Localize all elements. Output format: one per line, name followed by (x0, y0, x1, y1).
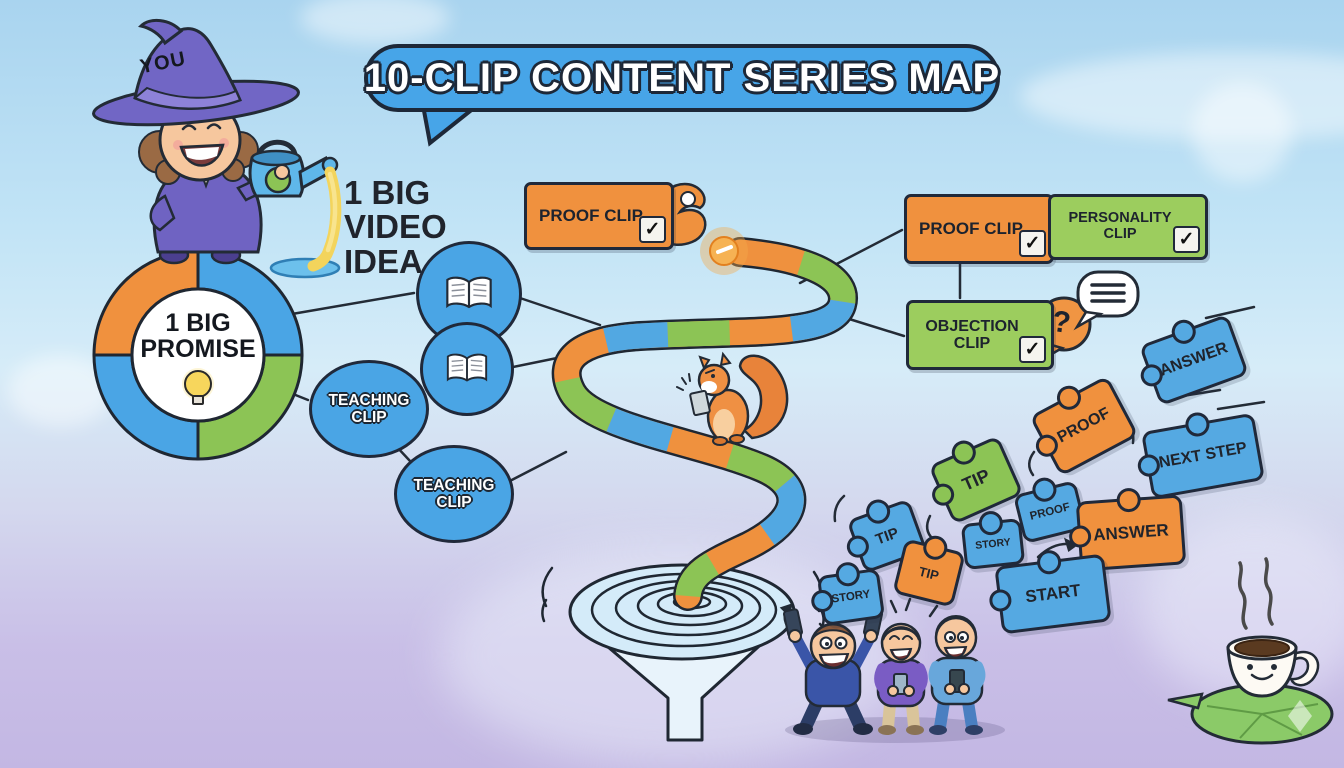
speech-bubble-lines (1073, 270, 1140, 331)
open-book-icon (446, 353, 488, 382)
big-video-idea-label: 1 BIG VIDEO IDEA (344, 174, 447, 280)
cloud (1020, 52, 1344, 140)
big-promise-node: 1 BIG PROMISE (128, 309, 268, 405)
proof-clip-box-right: PROOF CLIP ✓ (904, 194, 1054, 264)
puzzle-label: STORY (974, 536, 1012, 552)
puzzle-story-left: STORY (809, 560, 886, 627)
puzzle-label: TIP (958, 464, 993, 495)
title-banner: 10-CLIP CONTENT SERIES MAP (364, 44, 1000, 112)
proof-clip-right-label: PROOF CLIP (919, 218, 1023, 238)
teaching-clip-1-label: TEACHING CLIP (328, 391, 410, 426)
path-start-glow (700, 227, 748, 275)
puzzle-start: START (988, 548, 1112, 635)
promise-ring (92, 249, 304, 461)
checkbox-icon: ✓ (1173, 226, 1200, 253)
coffee-cup (1167, 557, 1334, 745)
lightbulb-icon (184, 369, 212, 405)
puzzle-story-small: STORY (960, 509, 1026, 571)
winding-path (551, 237, 858, 611)
puzzle-label: TIP (917, 563, 941, 583)
teaching-clip-bubble-1: TEACHING CLIP (309, 360, 429, 458)
teaching-node-book-2 (420, 322, 514, 416)
audience-characters (783, 608, 1005, 743)
personality-clip-label: PERSONALITY CLIP (1068, 210, 1172, 242)
puzzle-label: START (1024, 580, 1082, 607)
puzzle-label: ANSWER (1092, 520, 1170, 545)
puzzle-knob (1115, 487, 1142, 513)
puzzle-label: STORY (830, 588, 872, 606)
promise-line2: PROMISE (140, 335, 256, 364)
checkbox-icon: ✓ (639, 216, 666, 243)
personality-clip-box: PERSONALITY CLIP ✓ (1048, 194, 1208, 260)
wizard-character (92, 18, 342, 279)
cloud (300, 0, 450, 44)
cloud (1192, 82, 1292, 182)
teaching-clip-bubble-2: TEACHING CLIP (394, 445, 514, 543)
checkbox-icon: ✓ (1019, 230, 1046, 257)
checkbox-icon: ✓ (1019, 336, 1046, 363)
promise-line1: 1 BIG (165, 309, 231, 337)
proof-clip-box-left: PROOF CLIP ✓ (524, 182, 674, 250)
puzzle-label: NEXT STEP (1157, 439, 1249, 472)
squirrel-character (676, 351, 789, 446)
puzzle-label: ANSWER (1157, 339, 1231, 380)
puzzle-label: TIP (873, 524, 901, 548)
puzzle-label: PROOF (1028, 501, 1072, 523)
puzzle-label: PROOF (1054, 404, 1113, 447)
objection-clip-box: OBJECTION CLIP ✓ (906, 300, 1054, 370)
title-text: 10-CLIP CONTENT SERIES MAP (363, 55, 1001, 100)
puzzle-knob (1068, 524, 1092, 549)
proof-clip-left-label: PROOF CLIP (539, 205, 643, 225)
teaching-clip-2-label: TEACHING CLIP (413, 476, 495, 511)
open-book-icon (446, 276, 492, 309)
objection-clip-label: OBJECTION CLIP (925, 317, 1019, 352)
